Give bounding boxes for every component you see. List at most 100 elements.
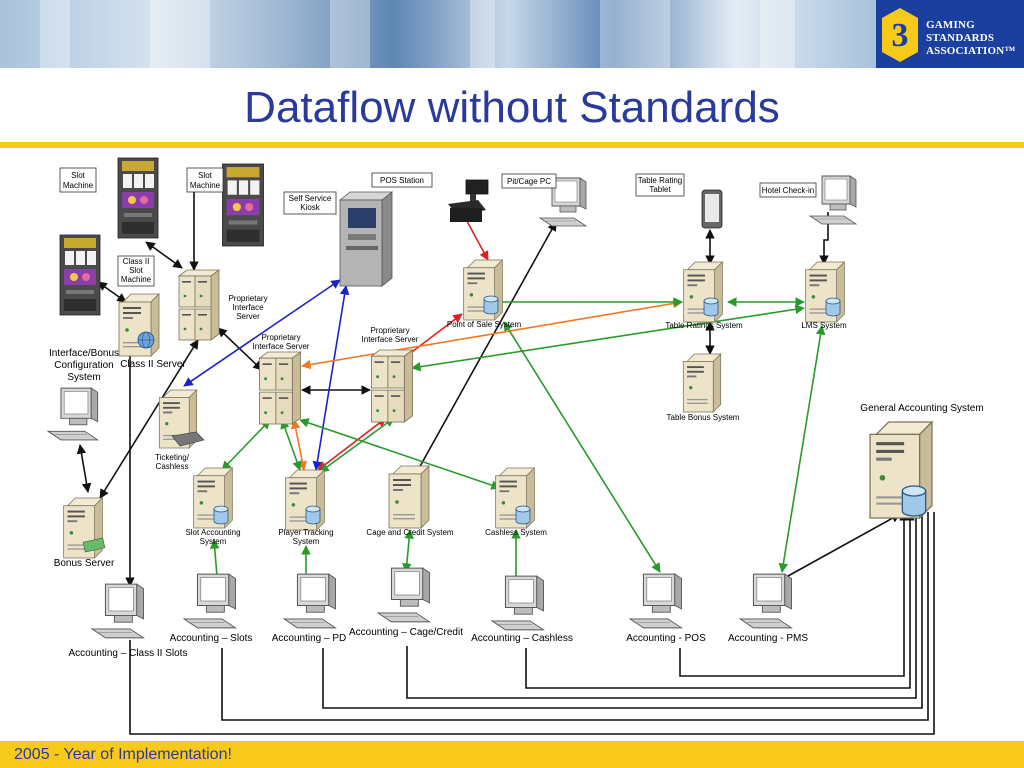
- callout-table-rating-tablet: Table Rating Tablet: [635, 173, 685, 197]
- link-acct-cashless-gas: [525, 511, 915, 689]
- slot-machine-2-icon: [221, 163, 265, 247]
- callout-class2-slot-machine: Class II Slot Machine: [117, 255, 155, 287]
- callout-slot-machine-1-line-2: Machine: [63, 181, 94, 190]
- link-propserver2-playertracking: [280, 419, 302, 471]
- title-underline-bar: [0, 142, 1024, 148]
- callout-boxes: Slot Machine Slot Machine Class II Slot …: [59, 167, 817, 287]
- callout-class2-line-3: Machine: [121, 275, 152, 284]
- label-player-tracking-line-1: Player Tracking: [278, 528, 333, 537]
- gsa-logo-text: GAMING STANDARDS ASSOCIATION™: [926, 19, 1022, 58]
- link-pos-acct-pos: [503, 321, 661, 573]
- table-ratings-db-icon: [703, 297, 719, 317]
- gsa-logo-mark-icon: 3: [882, 8, 918, 62]
- link-lms-acct-pms: [778, 325, 826, 573]
- link-acct-pd-gas: [322, 512, 923, 709]
- class2-slot-machine-icon: [59, 234, 101, 316]
- label-lms-system: LMS System: [801, 321, 847, 330]
- svg-text:3: 3: [892, 17, 909, 54]
- label-class2-server: Class II Server: [120, 359, 186, 370]
- header-banner-image: [0, 0, 876, 68]
- logo-line-1: GAMING: [926, 19, 975, 31]
- callout-class2-line-2: Slot: [129, 266, 144, 275]
- accounting-pd-pc-icon: [283, 573, 337, 629]
- label-prop-server-1-line-3: Server: [236, 312, 260, 321]
- callout-pit-cage-pc: Pit/Cage PC: [501, 173, 557, 189]
- label-accounting-pms: Accounting - PMS: [728, 633, 808, 644]
- gsa-logo: 3 GAMING STANDARDS ASSOCIATION™: [876, 0, 1024, 68]
- callout-pos-station-text: POS Station: [380, 176, 424, 185]
- logo-line-2: STANDARDS: [926, 32, 995, 44]
- label-prop-server-2-line-2: Interface Server: [253, 342, 310, 351]
- callout-hotel-check-in: Hotel Check-in: [759, 182, 817, 198]
- label-prop-server-1-line-1: Proprietary: [228, 294, 267, 303]
- link-propserver1-bonusserver: [99, 339, 199, 499]
- proprietary-server-1-icon: [178, 269, 220, 341]
- link-propserver3-playertracking: [317, 417, 387, 471]
- cage-credit-server-icon: [388, 465, 430, 529]
- link-acct-pms-gas: [787, 513, 901, 577]
- callout-slot-machine-1: Slot Machine: [59, 167, 97, 193]
- lms-db-icon: [825, 297, 841, 317]
- callout-tablet-line-2: Tablet: [649, 185, 671, 194]
- class2-server-globe-icon: [137, 331, 155, 349]
- label-cage-credit-system: Cage and Credit System: [366, 528, 453, 537]
- label-prop-server-1-line-2: Interface: [232, 303, 264, 312]
- callout-slot-machine-2: Slot Machine: [186, 167, 224, 193]
- callout-slot-machine-2-line-2: Machine: [190, 181, 221, 190]
- label-table-bonus-system: Table Bonus System: [667, 413, 740, 422]
- slot-accounting-db-icon: [213, 505, 229, 525]
- link-hotel-lms: [819, 212, 829, 265]
- dataflow-diagram: Slot Machine Slot Machine Class II Slot …: [47, 157, 984, 735]
- accounting-pos-pc-icon: [629, 573, 683, 629]
- callout-class2-line-1: Class II: [123, 257, 150, 266]
- point-of-sale-db-icon: [483, 295, 499, 315]
- accounting-cage-pc-icon: [377, 567, 431, 623]
- link-acct-pos-gas: [679, 511, 909, 677]
- label-prop-server-3-line-2: Interface Server: [362, 335, 419, 344]
- label-cashless-system: Cashless System: [485, 528, 547, 537]
- link-bonuscfg-bonusserver: [76, 444, 92, 493]
- link-acct-cage-gas: [406, 512, 917, 699]
- link-propserver3-playertracking-g: [319, 417, 395, 473]
- accounting-class2-pc-icon: [91, 583, 145, 639]
- device-icons: [47, 157, 933, 639]
- bonus-server-cash-icon: [82, 537, 106, 553]
- link-propserver2-slotacct: [221, 419, 271, 471]
- label-ticketing-line-2: Cashless: [156, 462, 189, 471]
- accounting-cashless-pc-icon: [491, 575, 545, 631]
- callout-kiosk-line-2: Kiosk: [300, 203, 321, 212]
- link-acct-slots-gas: [221, 512, 929, 721]
- label-table-ratings-system: Table Ratings System: [665, 321, 743, 330]
- callout-self-service-kiosk: Self Service Kiosk: [283, 191, 337, 215]
- label-interface-bonus-line-2: Configuration: [54, 360, 113, 371]
- callout-pit-cage-text: Pit/Cage PC: [507, 177, 551, 186]
- footer-bar: 2005 - Year of Implementation!: [0, 741, 1024, 768]
- link-propserver2-playertracking-o: [290, 419, 308, 471]
- class2-server-icon: [118, 293, 160, 357]
- proprietary-server-2-icon: [258, 351, 302, 425]
- interface-bonus-config-pc-icon: [47, 387, 99, 441]
- label-accounting-pd: Accounting – PD: [272, 633, 347, 644]
- callout-pos-station: POS Station: [371, 172, 433, 188]
- hotel-check-in-pc-icon: [809, 175, 857, 225]
- footer-text: 2005 - Year of Implementation!: [14, 746, 232, 763]
- link-slot1-propserver1: [145, 241, 183, 269]
- self-service-kiosk-icon: [338, 191, 394, 287]
- pos-station-icon: [448, 179, 489, 222]
- page-title: Dataflow without Standards: [244, 83, 780, 132]
- node-labels: Proprietary Interface Server Proprietary…: [49, 294, 984, 659]
- label-interface-bonus-line-1: Interface/Bonus: [49, 348, 119, 359]
- accounting-pms-pc-icon: [739, 573, 793, 629]
- label-point-of-sale-system: Point of Sale System: [447, 320, 522, 329]
- label-interface-bonus-line-3: System: [67, 372, 100, 383]
- link-cage-acct-cage: [402, 529, 414, 573]
- table-bonus-server-icon: [682, 353, 722, 413]
- label-slot-accounting-line-2: System: [200, 537, 227, 546]
- label-prop-server-2-line-1: Proprietary: [261, 333, 300, 342]
- callout-slot-machine-1-line-1: Slot: [71, 171, 86, 180]
- label-bonus-server: Bonus Server: [54, 558, 115, 569]
- player-tracking-db-icon: [305, 505, 321, 525]
- callout-tablet-line-1: Table Rating: [638, 176, 682, 185]
- label-slot-accounting-line-1: Slot Accounting: [185, 528, 240, 537]
- callout-kiosk-line-1: Self Service: [289, 194, 332, 203]
